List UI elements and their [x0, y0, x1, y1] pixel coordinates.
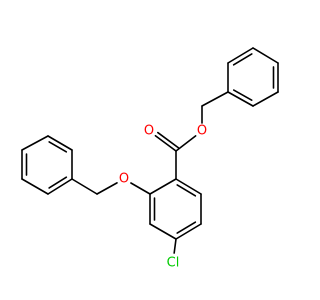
right-benzene-ring-bond — [252, 47, 279, 64]
chlorine-label: Cl — [167, 256, 180, 271]
left-benzene-ring-bond — [47, 135, 73, 151]
ester-oxygen-label: O — [197, 124, 207, 139]
ether-oxygen-atom: O — [117, 172, 131, 187]
central-ring-bond — [175, 223, 202, 240]
methylene-to-left-benzyl-bond — [71, 178, 98, 195]
right-benzene-ring-bond — [227, 47, 254, 64]
left-benzene-ring-bond — [47, 178, 73, 195]
left-benzene-ring-double-bond — [48, 141, 68, 153]
bond-layer — [21, 47, 279, 254]
ring-to-ether-bond — [130, 182, 151, 195]
central-ring-double-bond — [176, 221, 197, 234]
left-benzene-ring-bond — [21, 135, 49, 151]
atom-label-layer: O O O Cl — [117, 124, 209, 271]
carbonyl-oxygen-label: O — [144, 124, 154, 139]
ester-bond — [175, 135, 197, 152]
carbonyl-double-bond — [154, 134, 177, 152]
carbonyl-oxygen-atom: O — [142, 124, 156, 139]
methylene-to-benzyl-bond — [201, 91, 229, 107]
ether-oxygen-label: O — [119, 172, 129, 187]
ring-to-chlorine-bond — [173, 238, 177, 254]
right-benzene-ring-double-bond — [232, 89, 253, 101]
carbonyl-double-bond — [157, 131, 180, 149]
central-ring-bond — [149, 178, 177, 195]
right-benzene-ring-bond — [227, 91, 254, 107]
ester-oxygen-atom: O — [195, 124, 209, 139]
central-ring-bond — [149, 223, 177, 240]
chlorine-atom: Cl — [164, 256, 182, 271]
molecule-diagram: O O O Cl — [21, 47, 279, 271]
right-benzene-ring-bond — [252, 91, 279, 107]
central-ring-bond — [175, 178, 202, 195]
left-benzene-ring-double-bond — [48, 176, 68, 189]
ether-methylene-bond — [96, 182, 118, 195]
left-benzene-ring-bond — [21, 178, 49, 195]
right-benzene-ring-double-bond — [232, 53, 253, 66]
central-ring-double-bond — [176, 184, 197, 197]
